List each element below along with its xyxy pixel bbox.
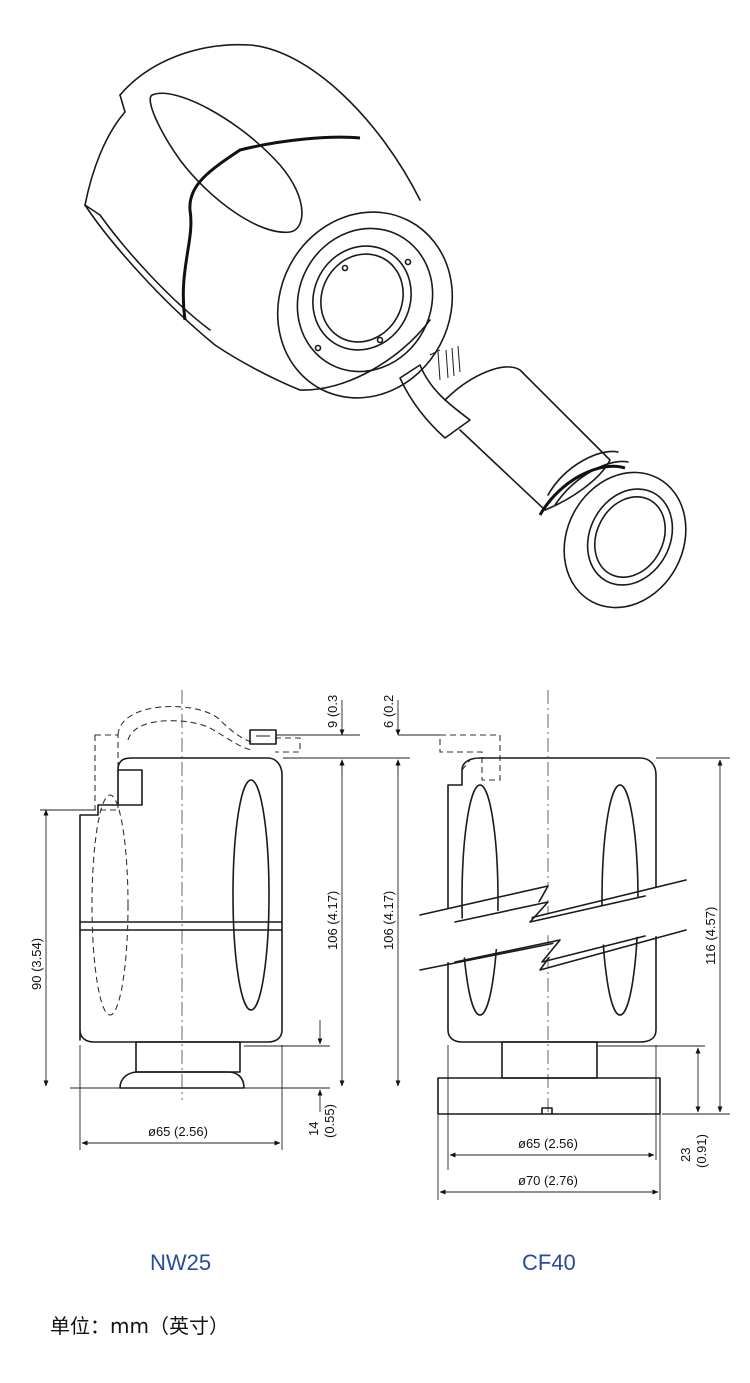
cf40-label: CF40 [522,1250,576,1275]
nw25-label: NW25 [150,1250,212,1275]
cf40-dim-top-offset: 6 (0.2 [381,695,396,728]
cf40-dim-body-height: 106 (4.17) [381,891,396,950]
nw25-dim-top-offset: 9 (0.3 [325,695,340,728]
cf40-dim-body-diameter: ø65 (2.56) [518,1136,578,1151]
unit-note: 单位：mm（英寸） [50,1314,229,1338]
nw25-dim-flange-height-in: (0.55) [322,1104,337,1138]
nw25-dim-total-height: 106 (4.17) [325,891,340,950]
gauge-housing [84,43,454,399]
cf40-dim-total-height: 116 (4.57) [703,907,718,965]
nw25-dim-body-height: 90 (3.54) [29,938,44,990]
cf40-dim-flange-diameter: ø70 (2.76) [518,1173,578,1188]
nw25-dim-flange-height: 14 [306,1122,321,1136]
nw25-elevation-view: 9 (0.3 106 (4.17) 90 (3.54) 14 (0.55) ø6… [29,690,410,1150]
isometric-assembly-view [84,43,687,609]
cf40-dim-flange-height-in: (0.91) [694,1134,709,1168]
sensor-tube [399,345,687,609]
nw25-dim-diameter: ø65 (2.56) [148,1124,208,1139]
cf40-elevation-view: 6 (0.2 106 (4.17) 116 (4.57) 23 (0.91) ø… [381,690,730,1200]
cf40-dim-flange-height: 23 [678,1148,693,1162]
